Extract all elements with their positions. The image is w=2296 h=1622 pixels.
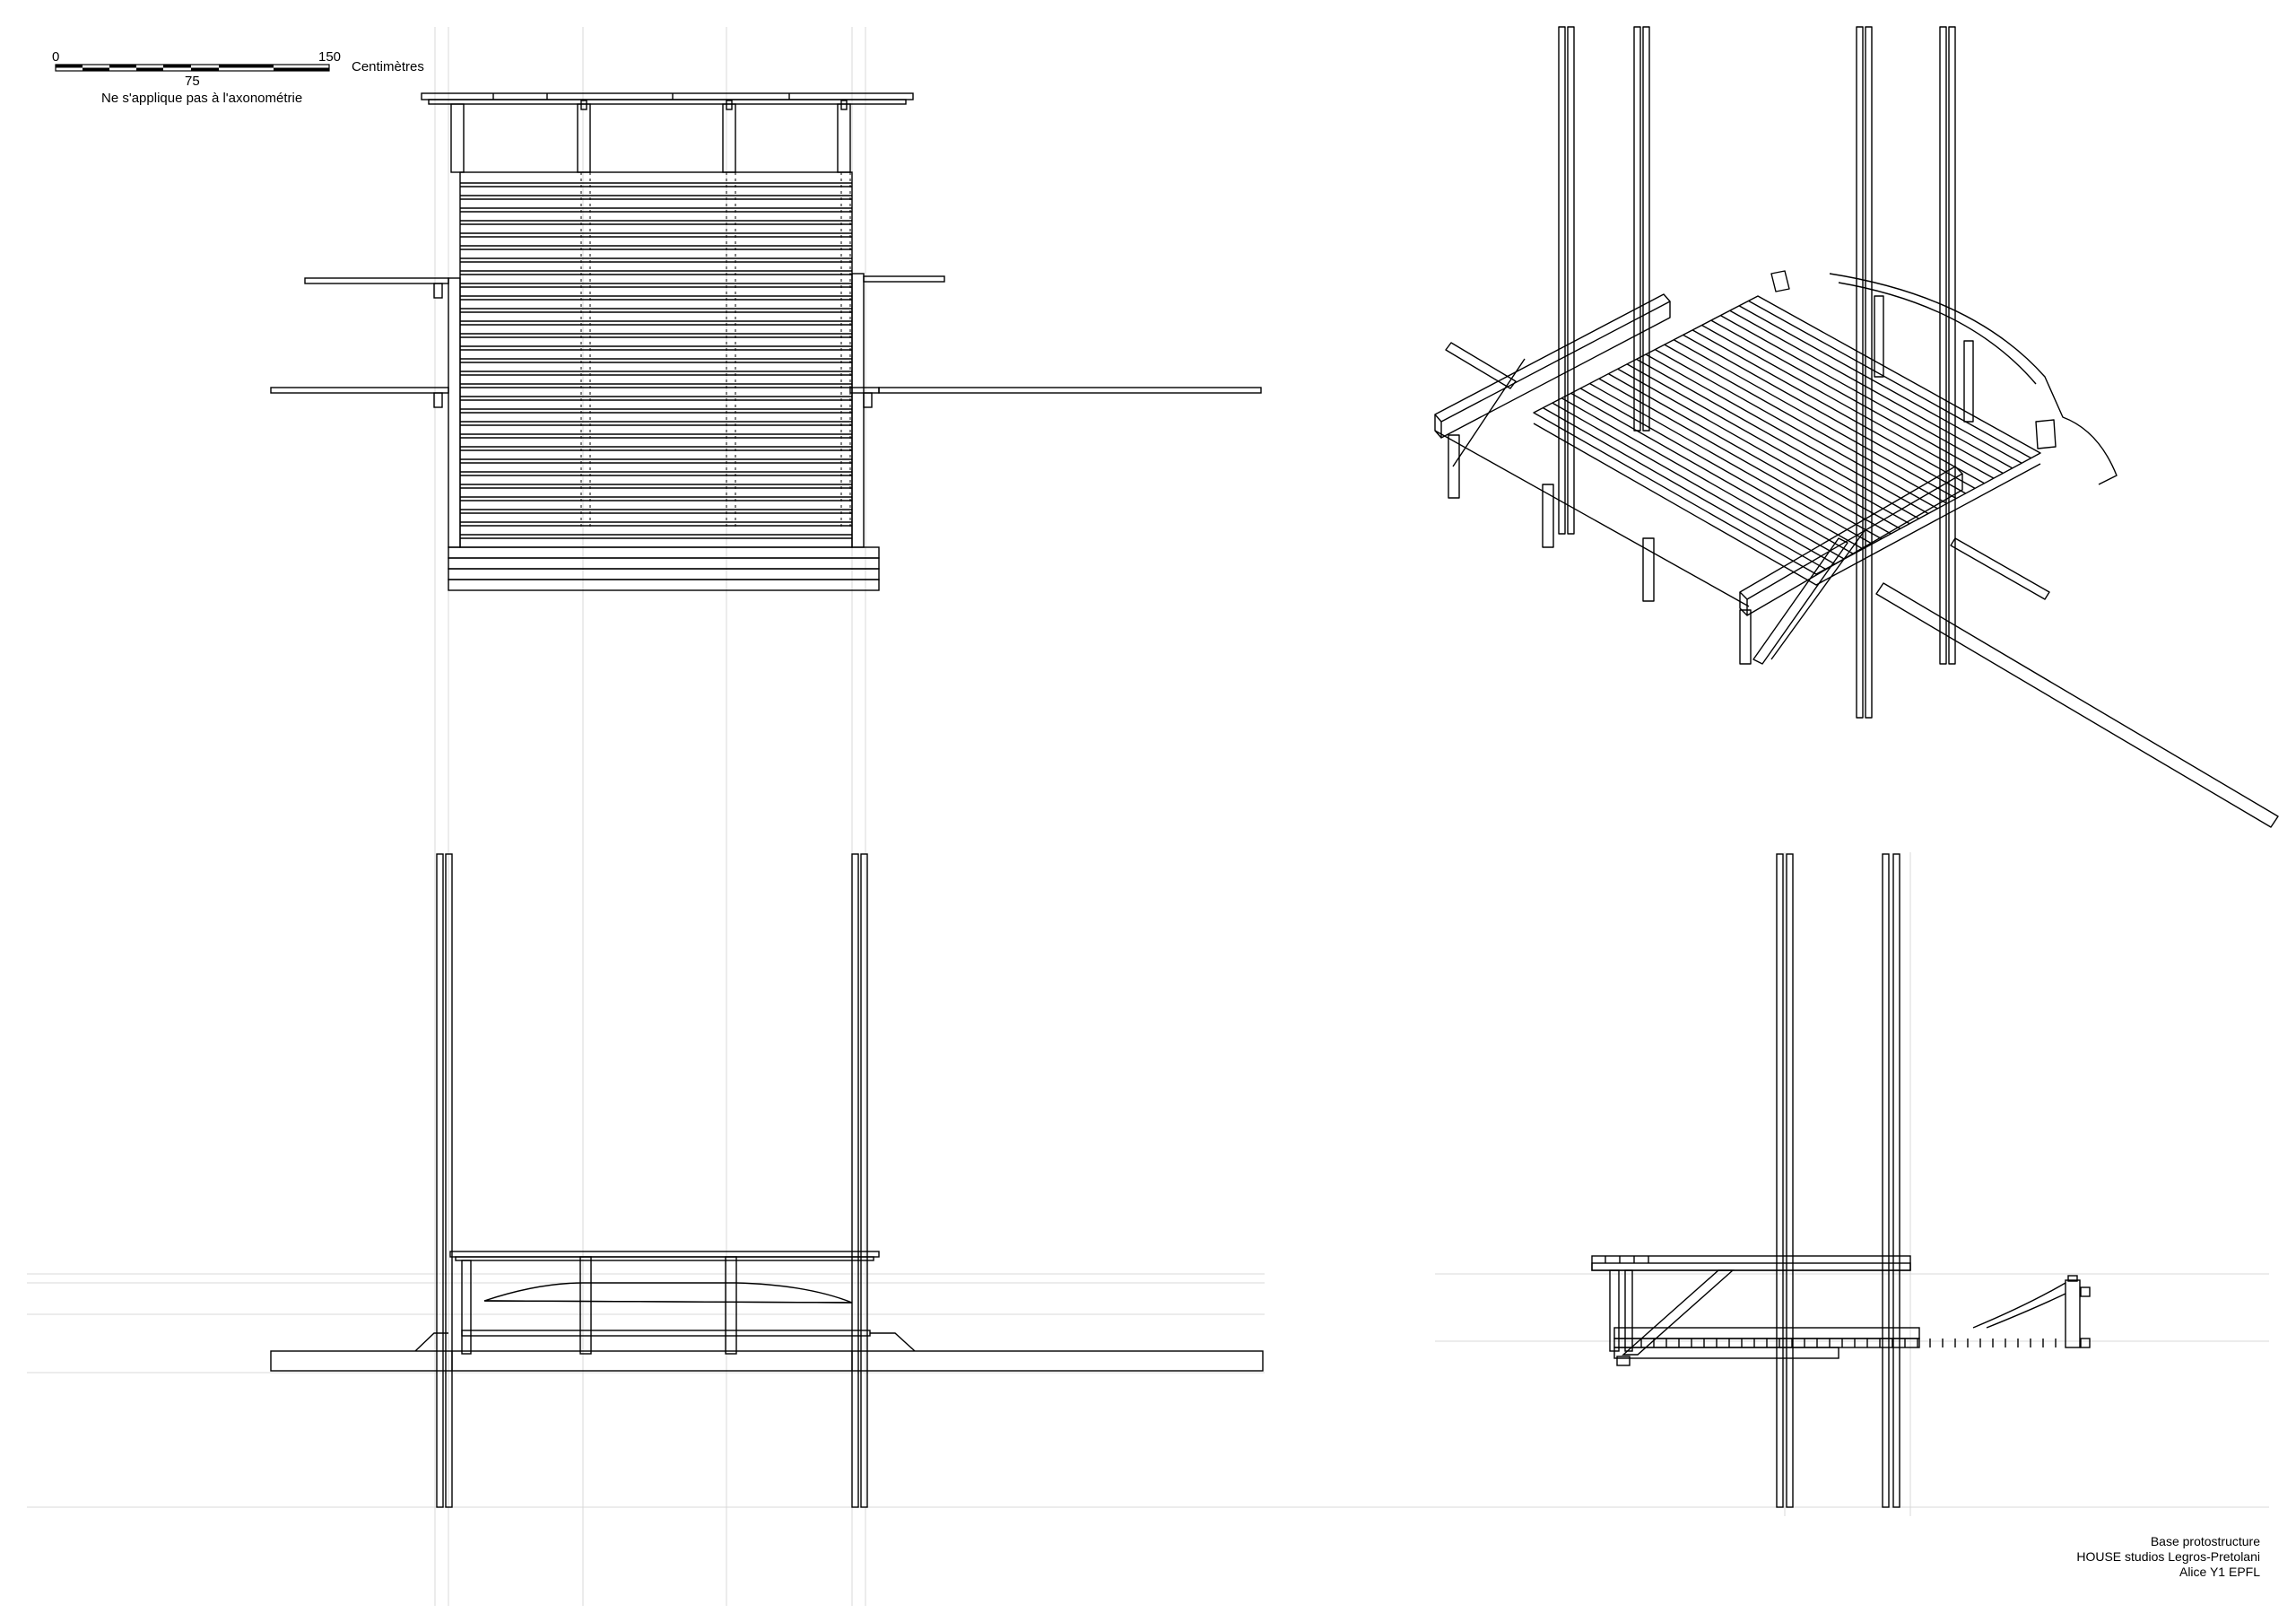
axo-slat-line [1748, 300, 2031, 459]
title-block: Base protostructure HOUSE studios Legros… [2076, 1534, 2260, 1580]
title-line-author: Alice Y1 EPFL [2179, 1565, 2260, 1579]
scale-tick-0: 0 [52, 49, 59, 65]
scale-tick-75: 75 [185, 74, 200, 89]
axo-slat-line [1692, 329, 1976, 489]
axo-slat-line [1598, 378, 1883, 540]
axo-slat-line [1607, 373, 1892, 535]
axo-slat-line [1570, 392, 1855, 555]
scale-unit: Centimètres [352, 59, 424, 74]
axonometric-view [1434, 26, 2279, 828]
axo-slat-line [1719, 315, 2004, 475]
axo-slat-line [1645, 353, 1929, 515]
side-elevation [1591, 853, 2091, 1508]
title-line-studio: HOUSE studios Legros-Pretolani [2076, 1549, 2260, 1564]
axo-slat-line [1636, 358, 1919, 519]
axo-slat-line [1626, 363, 1910, 525]
axo-slat-line [1729, 310, 2013, 469]
axo-deck-slats [1543, 300, 2031, 570]
axo-slat-line [1589, 382, 1873, 545]
plan-deck-slats [460, 182, 852, 539]
axo-slat-line [1701, 324, 1985, 484]
construction-lines [27, 27, 2269, 1606]
axo-slat-line [1617, 368, 1901, 529]
axo-slat-line [1655, 348, 1938, 510]
scale-bar: 0 75 150 Centimètres Ne s'applique pas à… [52, 49, 424, 106]
side-deck-slats [1640, 1339, 2057, 1347]
axo-slat-line [1579, 388, 1864, 550]
axo-slat-line [1664, 344, 1948, 504]
axo-slat-line [1710, 319, 1995, 479]
axo-slat-line [1543, 406, 1826, 570]
plan-view [270, 92, 1262, 591]
axo-slat-line [1673, 339, 1957, 500]
scale-note: Ne s'applique pas à l'axonométrie [101, 91, 302, 106]
title-line-project: Base protostructure [2150, 1534, 2260, 1548]
axo-slat-line [1683, 334, 1967, 494]
axo-slat-line [1561, 397, 1845, 560]
axo-slat-line [1552, 402, 1836, 565]
axo-slat-line [1738, 305, 2022, 464]
front-elevation [270, 853, 1264, 1508]
scale-tick-150: 150 [318, 49, 341, 65]
